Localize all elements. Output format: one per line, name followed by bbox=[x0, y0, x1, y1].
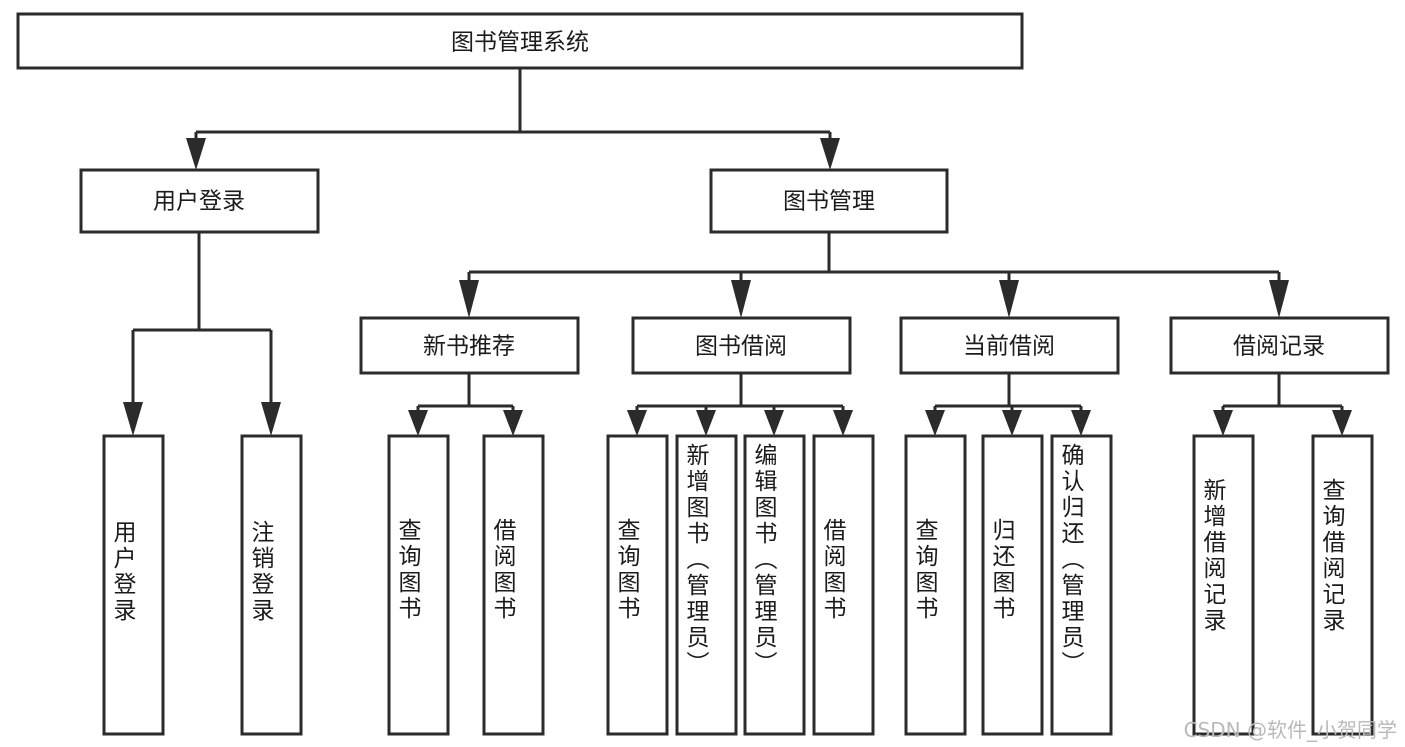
node-borrow-record[interactable]: 借阅记录 bbox=[1169, 316, 1390, 375]
node-book-borrow-label: 图书借阅 bbox=[695, 334, 787, 360]
leaf-box-user-login[interactable] bbox=[102, 434, 165, 736]
leaf-box-query-book-3[interactable] bbox=[904, 434, 967, 736]
arrow-head-icon bbox=[261, 402, 281, 436]
arrow-head-icon bbox=[1213, 410, 1233, 436]
leaf-box-query-book-2[interactable] bbox=[606, 434, 669, 736]
connector-user-login-to-leaves bbox=[123, 232, 281, 436]
arrow-head-icon bbox=[1071, 410, 1091, 436]
arrow-head-icon bbox=[999, 280, 1019, 318]
node-new-book-recommend-label: 新书推荐 bbox=[423, 334, 515, 360]
leaf-box-borrow-book-1[interactable] bbox=[482, 434, 545, 736]
arrow-head-icon bbox=[696, 410, 716, 436]
connector-book-management-to-level3 bbox=[459, 232, 1289, 318]
node-user-login-box[interactable] bbox=[79, 168, 320, 234]
connector-borrow-record-to-leaves bbox=[1213, 373, 1352, 436]
connector-root-to-level2 bbox=[186, 68, 840, 170]
leaf-box-logout[interactable] bbox=[240, 434, 303, 736]
node-new-book-recommend-box[interactable] bbox=[359, 316, 580, 375]
node-current-borrow[interactable]: 当前借阅 bbox=[899, 316, 1120, 375]
connector-new-book-recommend-to-leaves bbox=[408, 373, 523, 436]
node-root-box[interactable] bbox=[16, 12, 1024, 70]
node-current-borrow-label: 当前借阅 bbox=[963, 334, 1055, 360]
leaf-box-return-book[interactable] bbox=[981, 434, 1044, 736]
node-root-label: 图书管理系统 bbox=[451, 30, 589, 56]
arrow-head-icon bbox=[408, 410, 428, 436]
node-book-management-label: 图书管理 bbox=[783, 189, 875, 215]
leaf-box-edit-book-admin[interactable] bbox=[743, 434, 806, 736]
leaf-box-query-book-1[interactable] bbox=[387, 434, 450, 736]
arrow-head-icon bbox=[123, 402, 143, 436]
arrow-head-icon bbox=[503, 410, 523, 436]
arrow-head-icon bbox=[1269, 280, 1289, 318]
arrow-head-icon bbox=[925, 410, 945, 436]
connector-book-borrow-to-leaves bbox=[627, 373, 853, 436]
leaf-box-add-book-admin[interactable] bbox=[675, 434, 738, 736]
arrow-head-icon bbox=[186, 138, 206, 170]
arrow-head-icon bbox=[1332, 410, 1352, 436]
leaf-box-confirm-return-admin[interactable] bbox=[1050, 434, 1113, 736]
node-borrow-record-label: 借阅记录 bbox=[1233, 334, 1325, 360]
connector-current-borrow-to-leaves bbox=[925, 373, 1091, 436]
leaf-box-add-borrow-record[interactable] bbox=[1192, 434, 1255, 736]
arrow-head-icon bbox=[627, 410, 647, 436]
arrow-head-icon bbox=[820, 138, 840, 170]
node-user-login-label: 用户登录 bbox=[153, 189, 245, 215]
node-user-login[interactable]: 用户登录 bbox=[79, 168, 320, 234]
node-new-book-recommend[interactable]: 新书推荐 bbox=[359, 316, 580, 375]
arrow-head-icon bbox=[459, 280, 479, 318]
arrow-head-icon bbox=[1002, 410, 1022, 436]
arrow-head-icon bbox=[764, 410, 784, 436]
csdn-watermark: CSDN @软件_小贺同学 bbox=[1183, 718, 1397, 742]
node-root[interactable]: 图书管理系统 bbox=[16, 12, 1024, 70]
arrow-head-icon bbox=[833, 410, 853, 436]
arrow-head-icon bbox=[731, 280, 751, 318]
node-book-borrow[interactable]: 图书借阅 bbox=[631, 316, 852, 375]
node-current-borrow-box[interactable] bbox=[899, 316, 1120, 375]
node-book-management[interactable]: 图书管理 bbox=[709, 168, 949, 234]
leaf-box-borrow-book-2[interactable] bbox=[812, 434, 875, 736]
leaf-box-query-borrow-record[interactable] bbox=[1311, 434, 1374, 736]
